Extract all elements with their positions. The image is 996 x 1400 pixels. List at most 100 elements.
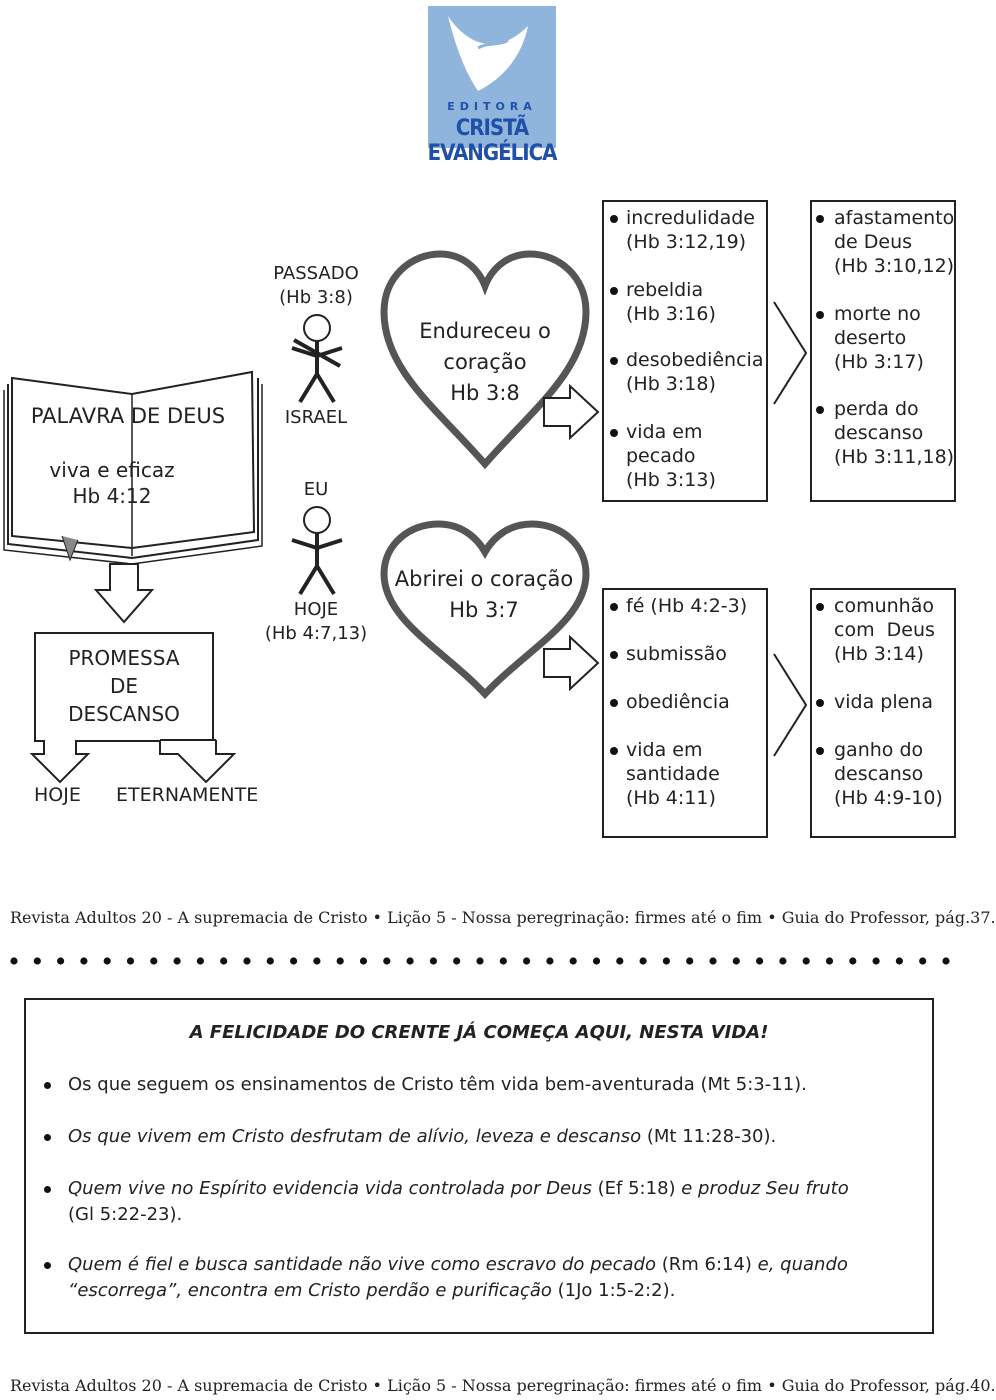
divider-dot (150, 957, 158, 965)
arrow-right-outline-icon (543, 634, 600, 692)
promise-line1: PROMESSA (68, 646, 180, 670)
promise-box (34, 632, 214, 742)
bullet-text-italic: Quem é fiel e busca santidade não vive c… (68, 1254, 656, 1275)
bullet-text-italic: Os que vivem em Cristo desfrutam de alív… (68, 1126, 642, 1147)
divider-dot (732, 957, 740, 965)
bullet-text-ref: (Mt 11:28-30). (641, 1126, 777, 1147)
promise-eternally: ETERNAMENTE (116, 784, 259, 806)
heart-open-icon (380, 520, 590, 700)
list-item: ganho do descanso (Hb 4:9-10) (812, 738, 943, 810)
divider-dot (592, 957, 601, 965)
bullet-icon (816, 215, 824, 223)
divider-dot (313, 957, 321, 965)
item-text: afastamento (834, 207, 955, 229)
results-positive-box (810, 588, 956, 838)
divider-dot (546, 957, 554, 965)
bullet-text-italic: “escorrega”, encontra em Cristo perdão e… (68, 1280, 552, 1301)
divider-dot (639, 957, 647, 965)
bullet-text: Os que seguem os ensinamentos de Cristo … (68, 1074, 807, 1095)
bullet-icon (610, 699, 618, 707)
divider-dot (523, 957, 531, 965)
list-item: obediência (606, 690, 730, 714)
list-item: desobediência (Hb 3:18) (606, 348, 768, 396)
divider-dot (220, 957, 228, 965)
item-ref: (Hb 3:12,19) (626, 231, 747, 253)
list-item: rebeldia (Hb 3:16) (606, 278, 768, 326)
stick-figure-israel-icon (291, 314, 343, 404)
list-item: vida em santidade (Hb 4:11) (606, 738, 720, 810)
list-item: fé (Hb 4:2-3) (606, 594, 747, 618)
divider-dot (406, 957, 414, 965)
footer-reference-40: Revista Adultos 20 - A supremacia de Cri… (10, 1376, 996, 1395)
item-text: vida plena (834, 691, 933, 713)
divider-dot (662, 957, 671, 965)
promise-line2: DE (109, 674, 139, 698)
bullet-text-ref: (1Jo 1:5-2:2). (551, 1280, 676, 1301)
book-illustration (3, 370, 263, 565)
item-text: santidade (626, 763, 720, 785)
divider-dot (196, 957, 204, 965)
attitudes-box (602, 588, 768, 838)
divider-dot (429, 957, 437, 965)
divider-dot (243, 957, 251, 965)
consequences-causes-box (602, 200, 768, 502)
divider-dot (453, 957, 461, 965)
results-negative-box (810, 200, 956, 502)
bullet-icon (44, 1082, 51, 1089)
bullet-icon (610, 357, 618, 365)
chevron-right-icon (773, 653, 808, 757)
figure-today-ref: (Hb 4:7,13) (264, 623, 368, 644)
bullet-text-ref: (Ef 5:18) (591, 1178, 682, 1199)
divider-dot (80, 957, 88, 965)
list-item: comunhão com Deus (Hb 3:14) (812, 594, 935, 666)
item-text: incredulidade (626, 207, 755, 229)
item-text: desobediência (626, 349, 764, 371)
bullet-icon (610, 215, 618, 223)
book-sub1: viva e eficaz (49, 458, 175, 482)
chevron-right-icon (773, 301, 808, 405)
book-title: PALAVRA DE DEUS (30, 404, 226, 428)
bullet-icon (610, 747, 618, 755)
bullet-text: Quem vive no Espírito evidencia vida con… (68, 1176, 914, 1202)
bullet-icon (610, 429, 618, 437)
dotted-divider (10, 957, 950, 965)
item-text: perda do (834, 398, 919, 420)
item-ref: (Hb 4:11) (626, 787, 716, 809)
item-text: fé (Hb 4:2-3) (626, 595, 748, 617)
divider-dot (173, 957, 181, 965)
figure-today-label: HOJE (293, 599, 339, 620)
list-item: vida em pecado (Hb 3:13) (606, 420, 768, 492)
item-text: deserto (834, 327, 907, 349)
happiness-box (24, 998, 934, 1334)
divider-dot (499, 957, 507, 965)
figure-eu-label: EU (303, 479, 329, 500)
bullet-icon (44, 1262, 51, 1269)
divider-dot (266, 957, 274, 965)
bullet-text-ref: (Rm 6:14) (655, 1254, 758, 1275)
heart-hardened-icon (380, 250, 590, 470)
bullet-icon (816, 603, 824, 611)
item-text: morte no (834, 303, 921, 325)
divider-dot (103, 957, 111, 965)
divider-dot (126, 957, 135, 965)
bullet-text-italic: e, quando (757, 1254, 848, 1275)
item-text: descanso (834, 422, 924, 444)
bullet-text: Os que vivem em Cristo desfrutam de alív… (68, 1124, 914, 1150)
divider-dot (569, 957, 577, 965)
book-sub2: Hb 4:12 (72, 484, 152, 508)
bullet-icon (44, 1134, 51, 1141)
list-item: vida plena (812, 690, 933, 714)
heart-top-line3: Hb 3:8 (450, 381, 520, 405)
fork-arrows-icon (29, 739, 237, 784)
item-ref: (Hb 3:17) (834, 351, 924, 373)
heart-top-line1: Endureceu o (419, 319, 551, 343)
dove-icon (448, 16, 528, 91)
divider-dot (849, 957, 857, 965)
divider-dot (359, 957, 368, 965)
divider-dot (290, 957, 298, 965)
item-text: pecado (626, 445, 696, 467)
bullet-text-ref: (Gl 5:22-23). (68, 1204, 183, 1225)
item-ref: (Hb 3:16) (626, 303, 716, 325)
publisher-logo (428, 6, 556, 148)
item-ref: (Hb 3:13) (626, 469, 716, 491)
